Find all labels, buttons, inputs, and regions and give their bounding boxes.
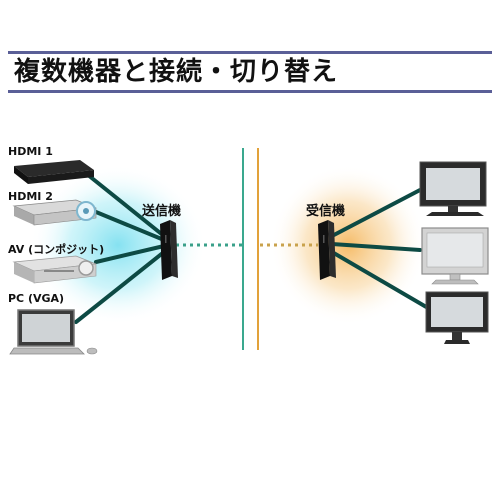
monitor-middle [421,227,489,285]
page-title: 複数機器と接続・切り替え [14,57,339,87]
source-label-hdmi1: HDMI 1 [8,145,53,158]
title-banner: 複数機器と接続・切り替え [0,0,500,100]
transmitter-label: 送信機 [142,204,182,219]
cable-monitor1 [330,188,422,238]
title-bottom-rule [8,90,492,93]
monitor-top [419,161,487,216]
cable-hdmi2 [94,210,166,242]
cable-av [94,244,166,264]
hdmi1-player-device [14,160,94,184]
receiver-unit [318,220,336,280]
cable-monitor2 [330,242,422,252]
monitor-bottom [425,291,489,344]
source-label-hdmi2: HDMI 2 [8,190,53,203]
transmitter-unit [160,220,178,280]
pc-laptop-device [9,309,98,355]
title-top-rule [8,51,492,54]
cable-monitor3 [330,250,430,310]
cable-hdmi1 [86,173,166,238]
source-label-pc: PC (VGA) [8,292,65,305]
av-player-device [12,255,97,284]
receiver-label: 受信機 [306,204,346,219]
hdmi2-player-device [12,199,97,226]
source-label-av: AV (コンポジット) [8,243,105,256]
cable-pc [74,250,166,324]
